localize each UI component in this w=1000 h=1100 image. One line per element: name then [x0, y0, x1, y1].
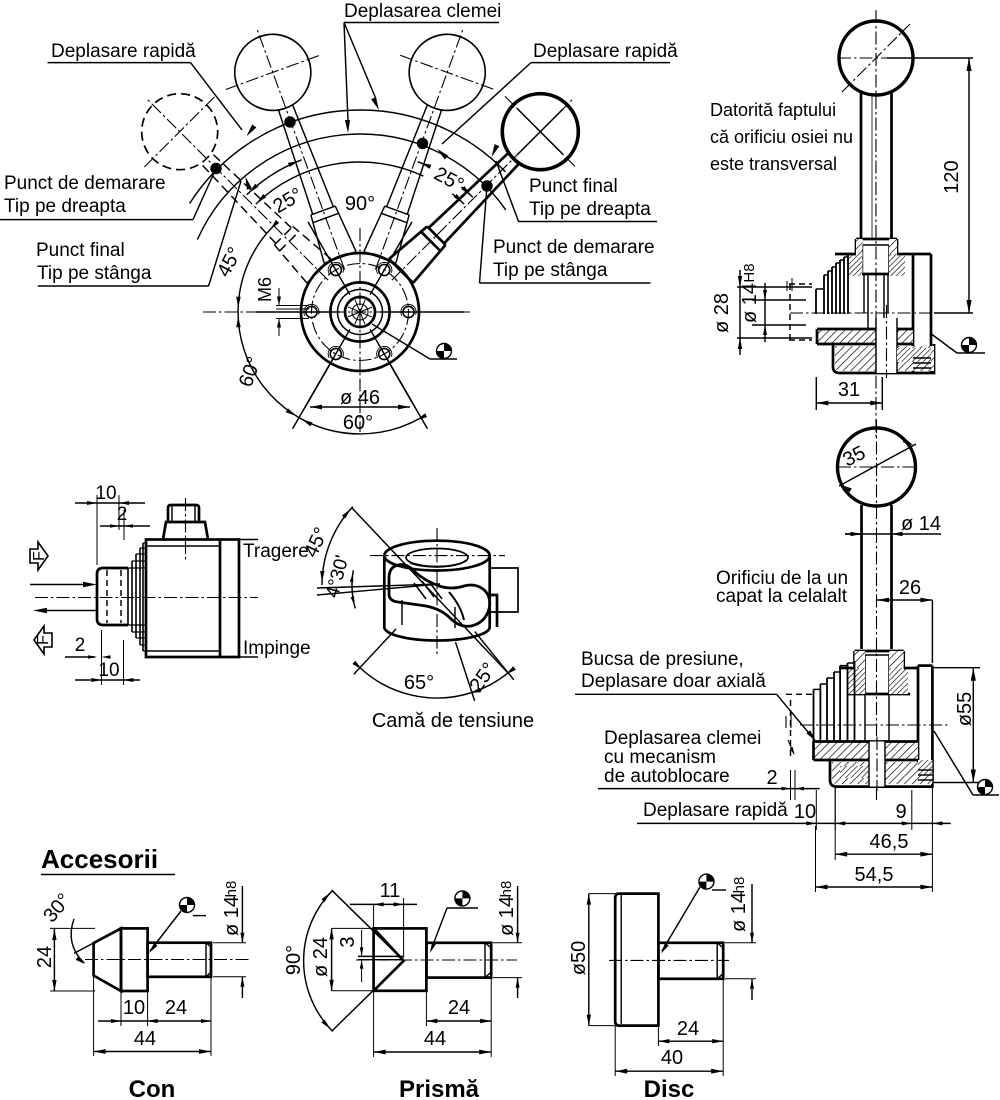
svg-text:Con: Con	[129, 1076, 176, 1100]
svg-text:M6: M6	[255, 277, 275, 302]
svg-text:Camă de tensiune: Camă de tensiune	[372, 710, 534, 732]
svg-text:44: 44	[134, 1028, 156, 1050]
svg-text:Disc: Disc	[644, 1076, 695, 1100]
svg-text:ø 14: ø 14	[739, 283, 761, 323]
svg-text:Prismă: Prismă	[399, 1076, 480, 1100]
svg-text:2: 2	[75, 635, 86, 656]
svg-text:este transversal: este transversal	[710, 154, 837, 174]
svg-text:Punct de demarare: Punct de demarare	[4, 173, 166, 194]
svg-text:65°: 65°	[404, 672, 434, 694]
svg-text:Tip pe dreapta: Tip pe dreapta	[4, 196, 126, 217]
svg-text:40: 40	[661, 1047, 683, 1069]
svg-text:Bucsa de presiune,: Bucsa de presiune,	[581, 649, 744, 670]
svg-text:10: 10	[123, 997, 145, 1019]
svg-text:10: 10	[95, 483, 116, 504]
svg-text:ø 14: ø 14	[901, 513, 941, 535]
svg-text:31: 31	[838, 379, 860, 401]
svg-text:Deplasarea clemei: Deplasarea clemei	[604, 728, 761, 749]
svg-text:ø50: ø50	[568, 941, 590, 975]
svg-text:Tragere: Tragere	[243, 541, 309, 562]
svg-text:de autoblocare: de autoblocare	[604, 766, 730, 787]
svg-text:ø 46: ø 46	[340, 387, 380, 409]
svg-text:h8: h8	[731, 877, 748, 894]
svg-text:10: 10	[794, 801, 816, 823]
svg-text:H8: H8	[741, 263, 758, 282]
svg-text:Deplasare doar axială: Deplasare doar axială	[581, 671, 766, 692]
svg-text:44: 44	[424, 1028, 446, 1050]
svg-text:Deplasarea clemei: Deplasarea clemei	[344, 1, 501, 22]
svg-text:24: 24	[165, 997, 187, 1019]
svg-text:Tip pe dreapta: Tip pe dreapta	[529, 199, 651, 220]
svg-text:2: 2	[766, 767, 777, 789]
svg-text:Punct final: Punct final	[529, 176, 618, 197]
svg-text:h8: h8	[223, 881, 240, 898]
svg-text:24: 24	[34, 946, 56, 968]
svg-text:24: 24	[448, 997, 470, 1019]
svg-text:capat la celalalt: capat la celalalt	[716, 586, 848, 607]
svg-text:F: F	[31, 551, 48, 561]
svg-text:ø55: ø55	[954, 692, 976, 726]
svg-text:Deplasare rapidă: Deplasare rapidă	[533, 41, 678, 62]
svg-text:Punct final: Punct final	[36, 240, 125, 261]
svg-text:60°: 60°	[343, 412, 373, 434]
svg-text:90°: 90°	[345, 193, 375, 215]
svg-text:3: 3	[337, 936, 359, 947]
svg-text:10: 10	[98, 660, 119, 681]
svg-text:Datorită faptului: Datorită faptului	[710, 100, 836, 120]
svg-text:Deplasare rapidă: Deplasare rapidă	[643, 800, 788, 821]
svg-text:ø 14: ø 14	[221, 896, 243, 936]
svg-text:24: 24	[677, 1018, 699, 1040]
svg-text:46,5: 46,5	[870, 831, 909, 853]
svg-text:h8: h8	[498, 881, 515, 898]
svg-text:Deplasare rapidă: Deplasare rapidă	[51, 41, 196, 62]
svg-text:9: 9	[895, 801, 906, 823]
svg-text:Punct de demarare: Punct de demarare	[493, 237, 655, 258]
svg-text:ø 28: ø 28	[711, 293, 733, 333]
svg-text:ø 14: ø 14	[496, 896, 518, 936]
svg-text:26: 26	[899, 577, 921, 599]
svg-text:Impinge: Impinge	[243, 638, 311, 659]
svg-text:F: F	[35, 635, 52, 645]
svg-text:Tip pe stânga: Tip pe stânga	[493, 260, 608, 281]
svg-text:2: 2	[117, 504, 128, 525]
svg-text:Accesorii: Accesorii	[41, 844, 158, 874]
svg-text:Orificiu de la un: Orificiu de la un	[716, 568, 848, 589]
svg-text:90°: 90°	[283, 945, 305, 975]
svg-text:ø 14: ø 14	[728, 892, 750, 932]
svg-text:că orificiu osiei nu: că orificiu osiei nu	[710, 127, 853, 147]
svg-text:ø 24: ø 24	[310, 937, 332, 977]
svg-text:54,5: 54,5	[855, 864, 894, 886]
svg-text:cu mecanism: cu mecanism	[604, 747, 716, 768]
svg-text:11: 11	[380, 880, 401, 902]
svg-text:120: 120	[941, 160, 963, 193]
svg-text:Tip pe stânga: Tip pe stânga	[37, 263, 152, 284]
